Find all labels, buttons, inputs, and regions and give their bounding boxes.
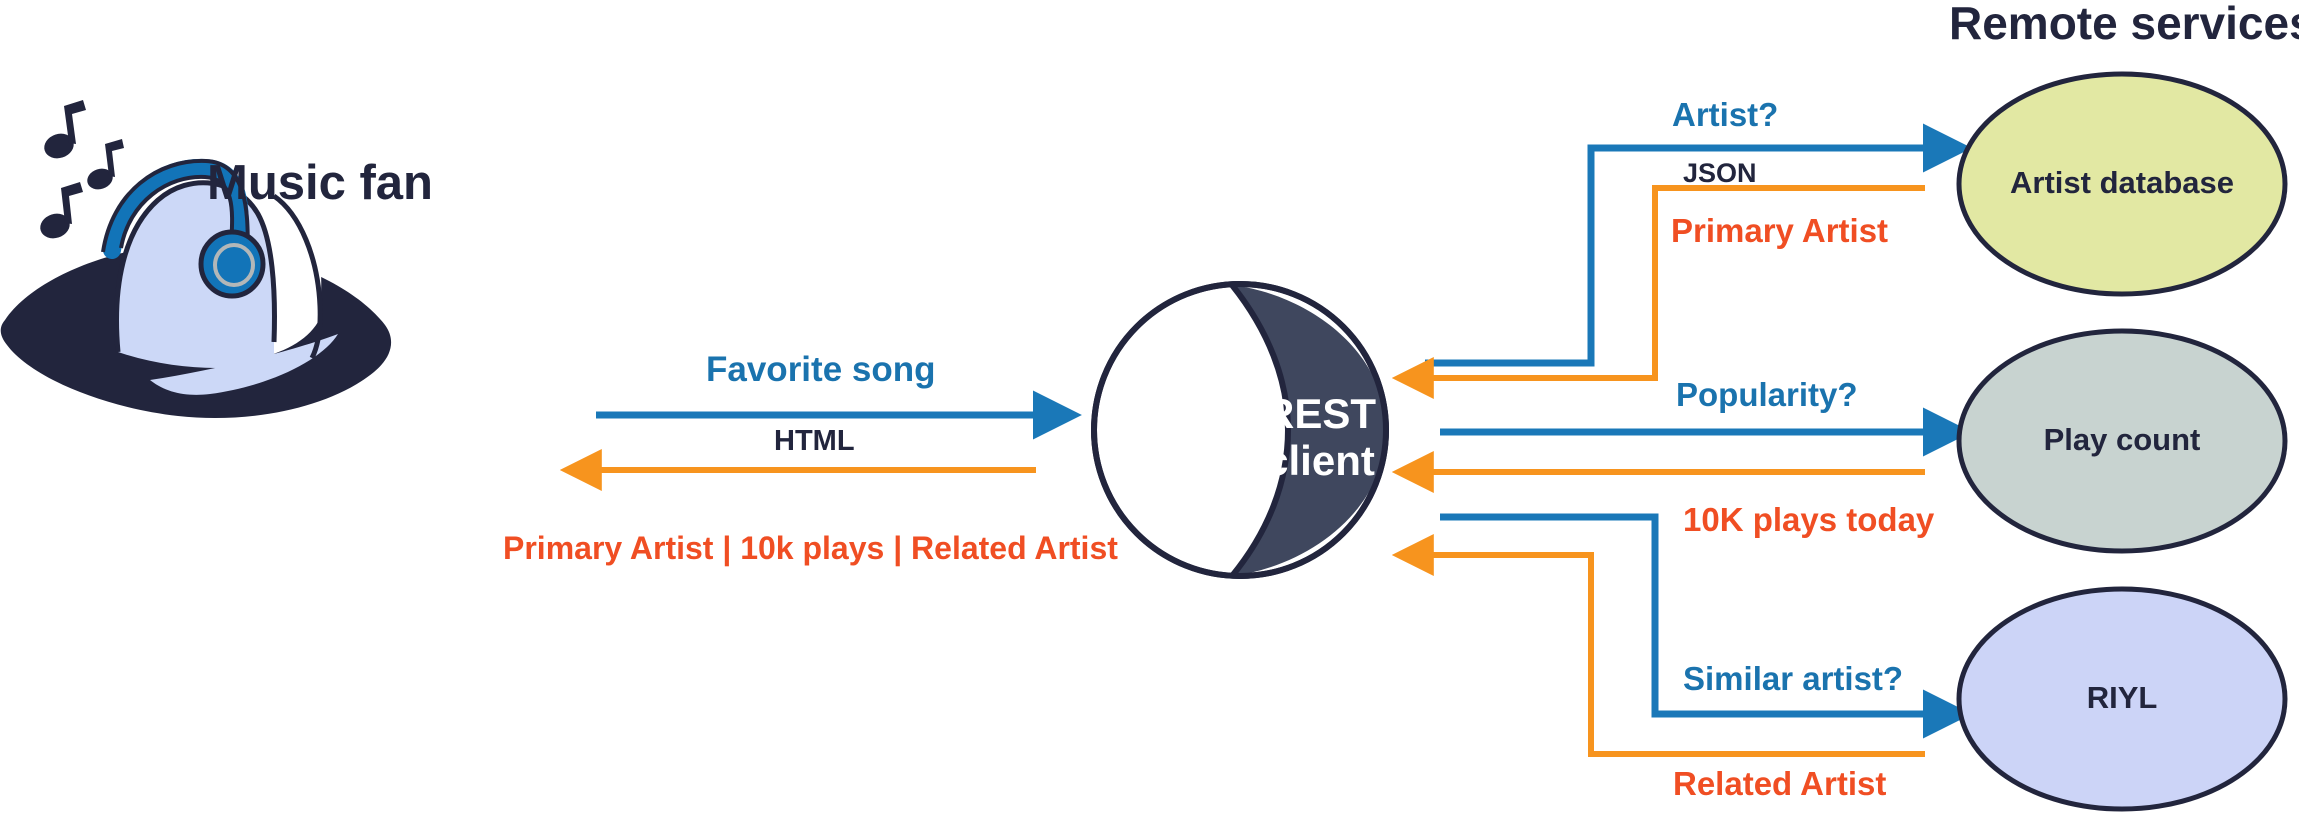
label-popularity-response: 10K plays today xyxy=(1683,501,1935,538)
label-artist-response: Primary Artist xyxy=(1671,212,1889,249)
service-ellipse-riyl xyxy=(1956,586,2288,812)
route-similar-request xyxy=(1440,513,1972,739)
label-similar-response: Related Artist xyxy=(1673,765,1887,802)
label-html-format: HTML xyxy=(774,425,855,457)
service-label-artist-database: Artist database xyxy=(2010,165,2234,200)
route-similar-response xyxy=(1391,534,1925,757)
page-title-remote-services: Remote services xyxy=(1949,0,2299,49)
rest-client-label-line1: REST xyxy=(1263,390,1376,437)
music-notes-icon xyxy=(40,100,124,239)
label-json-format: JSON xyxy=(1683,158,1757,188)
service-ellipse-play-count xyxy=(1956,328,2288,554)
label-favorite-song: Favorite song xyxy=(706,350,936,389)
label-artist-request: Artist? xyxy=(1672,96,1779,133)
service-ellipse-artist-database xyxy=(1956,71,2288,297)
rest-client-label-line2: client xyxy=(1265,437,1375,485)
sphere-icon xyxy=(1091,281,1389,579)
label-client-response: Primary Artist | 10k plays | Related Art… xyxy=(503,530,1118,566)
label-popularity-request: Popularity? xyxy=(1676,376,1858,413)
rest-client-label: REST client xyxy=(1240,390,1400,484)
service-label-play-count: Play count xyxy=(2043,422,2201,457)
route-artist-request xyxy=(1425,123,1972,367)
route-artist-response xyxy=(1391,185,1925,399)
page-title-music-fan: Music fan xyxy=(207,156,433,210)
person-with-headphones-icon xyxy=(0,100,392,419)
service-label-riyl: RIYL xyxy=(2086,680,2158,715)
label-similar-request: Similar artist? xyxy=(1683,660,1904,697)
